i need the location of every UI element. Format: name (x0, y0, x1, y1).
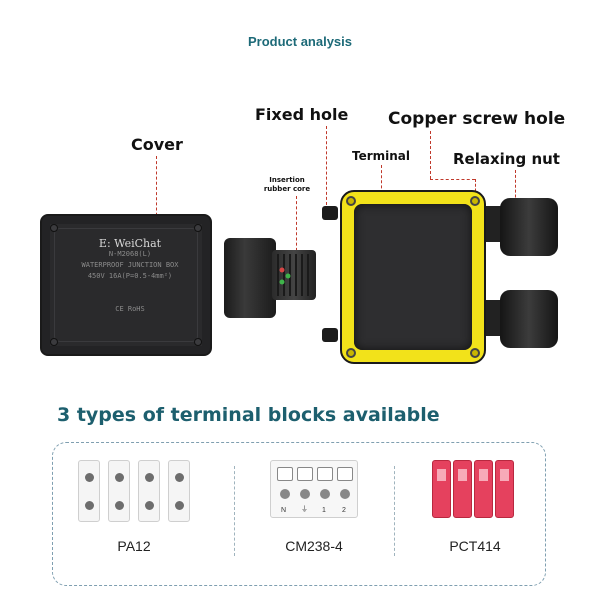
page-title: Product analysis (247, 34, 353, 49)
leader-copper-1 (430, 131, 431, 179)
screw-icon (194, 224, 202, 232)
cm238-mark-2: 2 (342, 507, 346, 514)
screw-icon (194, 338, 202, 346)
screw-icon (50, 338, 58, 346)
junction-box-body (340, 190, 486, 364)
cover-inner-rim (54, 228, 198, 342)
callout-copper-screw-hole: Copper screw hole (388, 109, 566, 129)
cable-gland-nut (224, 238, 276, 318)
callout-insertion-rubber-core: Insertion rubber core (258, 176, 316, 194)
cover-brand: E: WeiChat (98, 237, 162, 250)
mounting-lug (322, 328, 338, 342)
callout-fixed-hole: Fixed hole (255, 105, 349, 124)
section-heading: 3 types of terminal blocks available (57, 404, 440, 426)
mounting-lug (322, 206, 338, 220)
terminal-blocks-panel (52, 442, 546, 586)
terminal-block-label: PA12 (117, 538, 151, 554)
terminal-block-cm238-4: N ⏚ 1 2 (270, 460, 358, 518)
callout-cover: Cover (131, 135, 183, 154)
callout-terminal: Terminal (352, 149, 411, 163)
leader-cover (156, 156, 157, 226)
cover-rating: 450V 16A(P=0.5-4mm²) (87, 272, 173, 280)
rubber-core-threads (277, 254, 309, 296)
screw-icon (50, 224, 58, 232)
leader-fixed-hole (326, 126, 327, 210)
ground-symbol-icon: ⏚ (301, 506, 308, 513)
panel-divider (234, 466, 235, 556)
copper-screw-hole-icon (346, 196, 356, 206)
cover-product: WATERPROOF JUNCTION BOX (81, 261, 179, 269)
junction-box-cover: E: WeiChat N-M2068(L) WATERPROOF JUNCTIO… (40, 214, 212, 356)
callout-insertion-line-2: rubber core (263, 185, 311, 193)
panel-divider (394, 466, 395, 556)
callout-relaxing-nut: Relaxing nut (453, 150, 560, 168)
copper-screw-hole-icon (470, 196, 480, 206)
cover-marks: CE RoHS (115, 305, 145, 313)
terminal-block-label: CM238-4 (285, 538, 343, 554)
leader-copper-2 (430, 179, 475, 180)
relaxing-nut-bottom (500, 290, 558, 348)
copper-screw-hole-icon (346, 348, 356, 358)
junction-box-cavity (354, 204, 472, 350)
cover-model: N-M2068(L) (108, 250, 152, 258)
cover-markings: E: WeiChat N-M2068(L) WATERPROOF JUNCTIO… (60, 238, 200, 315)
cm238-mark-1: 1 (322, 507, 326, 514)
callout-insertion-line-1: Insertion (269, 176, 305, 184)
leader-relaxing-nut (515, 170, 516, 222)
relaxing-nut-top (500, 198, 558, 256)
cm238-mark-n: N (281, 507, 287, 514)
terminal-block-label: PCT414 (449, 538, 501, 554)
insertion-rubber-core (272, 250, 316, 300)
terminal-block-pct414 (432, 460, 516, 518)
copper-screw-hole-icon (470, 348, 480, 358)
leader-insertion (296, 196, 297, 256)
terminal-block-pa12 (78, 460, 190, 522)
